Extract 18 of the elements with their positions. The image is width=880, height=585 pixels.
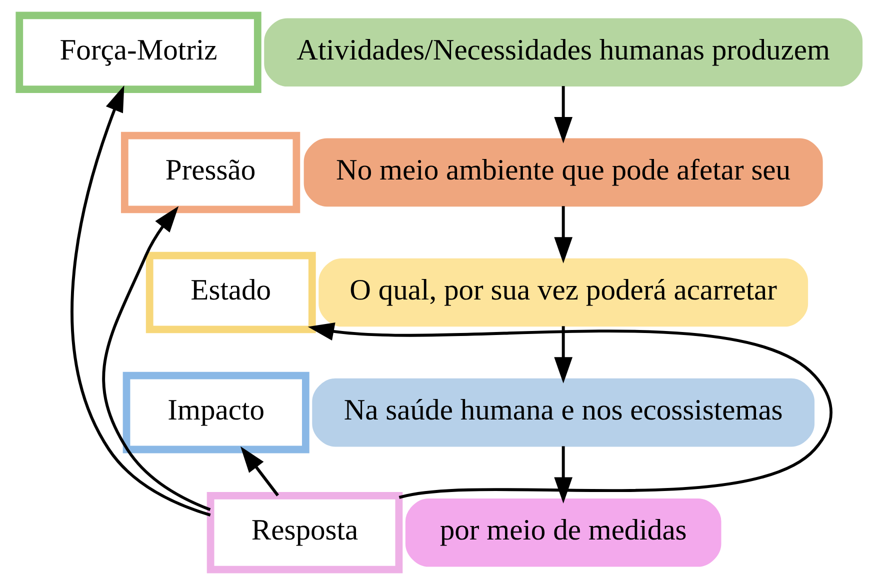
node-box: Impacto: [122, 372, 309, 454]
node-box: Pressão: [120, 132, 300, 214]
arrow: [554, 206, 572, 264]
arrow: [554, 326, 572, 384]
arrow: [70, 85, 210, 516]
node-box: Estado: [145, 252, 316, 334]
node-box: Atividades/Necessidades humanas produzem: [264, 18, 862, 87]
node-box: Na saúde humana e nos ecossistemas: [312, 378, 814, 447]
arrow: [554, 446, 572, 504]
node-box: por meio de medidas: [404, 498, 721, 567]
arrow: [240, 446, 279, 496]
arrow: [307, 322, 832, 499]
node-box: Resposta: [206, 492, 402, 574]
node-box: Força-Motriz: [15, 12, 261, 94]
arrow: [554, 86, 572, 144]
node-box: O qual, por sua vez poderá acarretar: [318, 258, 808, 327]
node-box: No meio ambiente que pode afetar seu: [303, 138, 822, 207]
arrow: [102, 206, 210, 512]
